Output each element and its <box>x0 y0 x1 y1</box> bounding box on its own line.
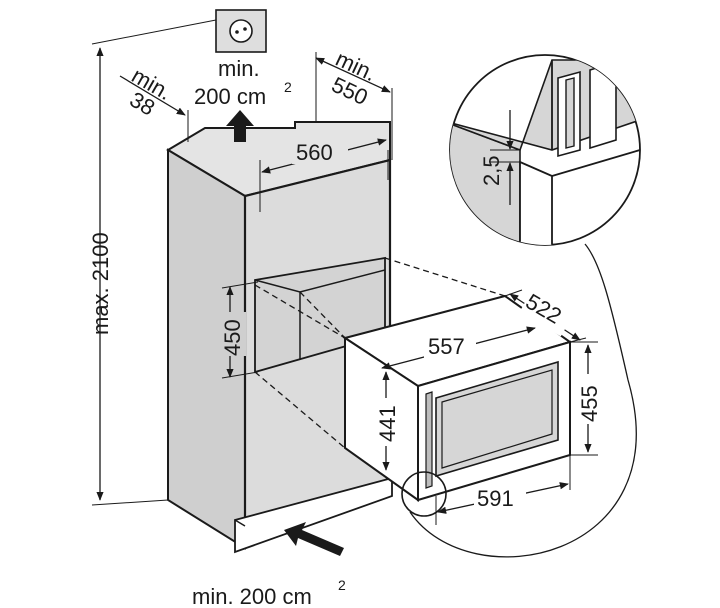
label-top-vent-a: min. <box>218 56 260 81</box>
label-560: 560 <box>296 140 333 165</box>
dim-height-2100: max. 2100 <box>88 19 217 506</box>
label-max-2100: max. 2100 <box>88 232 113 335</box>
detail-callout <box>401 243 637 558</box>
label-top-vent-b: 200 cm <box>194 84 266 109</box>
socket-icon <box>215 9 267 53</box>
label-557: 557 <box>428 334 465 359</box>
dim-height-441: 441 <box>374 371 400 471</box>
label-2-5: 2,5 <box>479 155 504 186</box>
dim-width-560: 560 <box>259 138 389 212</box>
dim-width-591: 591 <box>435 455 571 525</box>
dim-height-455: 455 <box>570 341 602 456</box>
label-455: 455 <box>577 385 602 422</box>
label-441: 441 <box>375 405 400 442</box>
top-vent-label: min. 200 cm 2 <box>194 56 292 109</box>
airflow-arrow-up-icon <box>226 110 254 142</box>
plinth-vent <box>234 476 393 554</box>
label-top-vent-sup: 2 <box>284 79 292 95</box>
appliance-glass-door <box>435 360 559 478</box>
airflow-arrow-in-icon <box>284 522 344 556</box>
dim-width-557: 557 <box>381 326 536 370</box>
bottom-vent-label: min. 200 cm 2 <box>192 577 346 608</box>
label-450: 450 <box>220 319 245 356</box>
label-bottom-vent-sup: 2 <box>338 577 346 593</box>
label-bottom-vent: min. 200 cm <box>192 584 312 608</box>
dim-min-38: min. 38 <box>119 63 189 142</box>
dim-niche-450: 450 <box>216 281 259 379</box>
dim-min-550: min. 550 <box>315 46 393 160</box>
detail-magnified: 2,5 <box>449 54 641 246</box>
label-591: 591 <box>477 486 514 511</box>
